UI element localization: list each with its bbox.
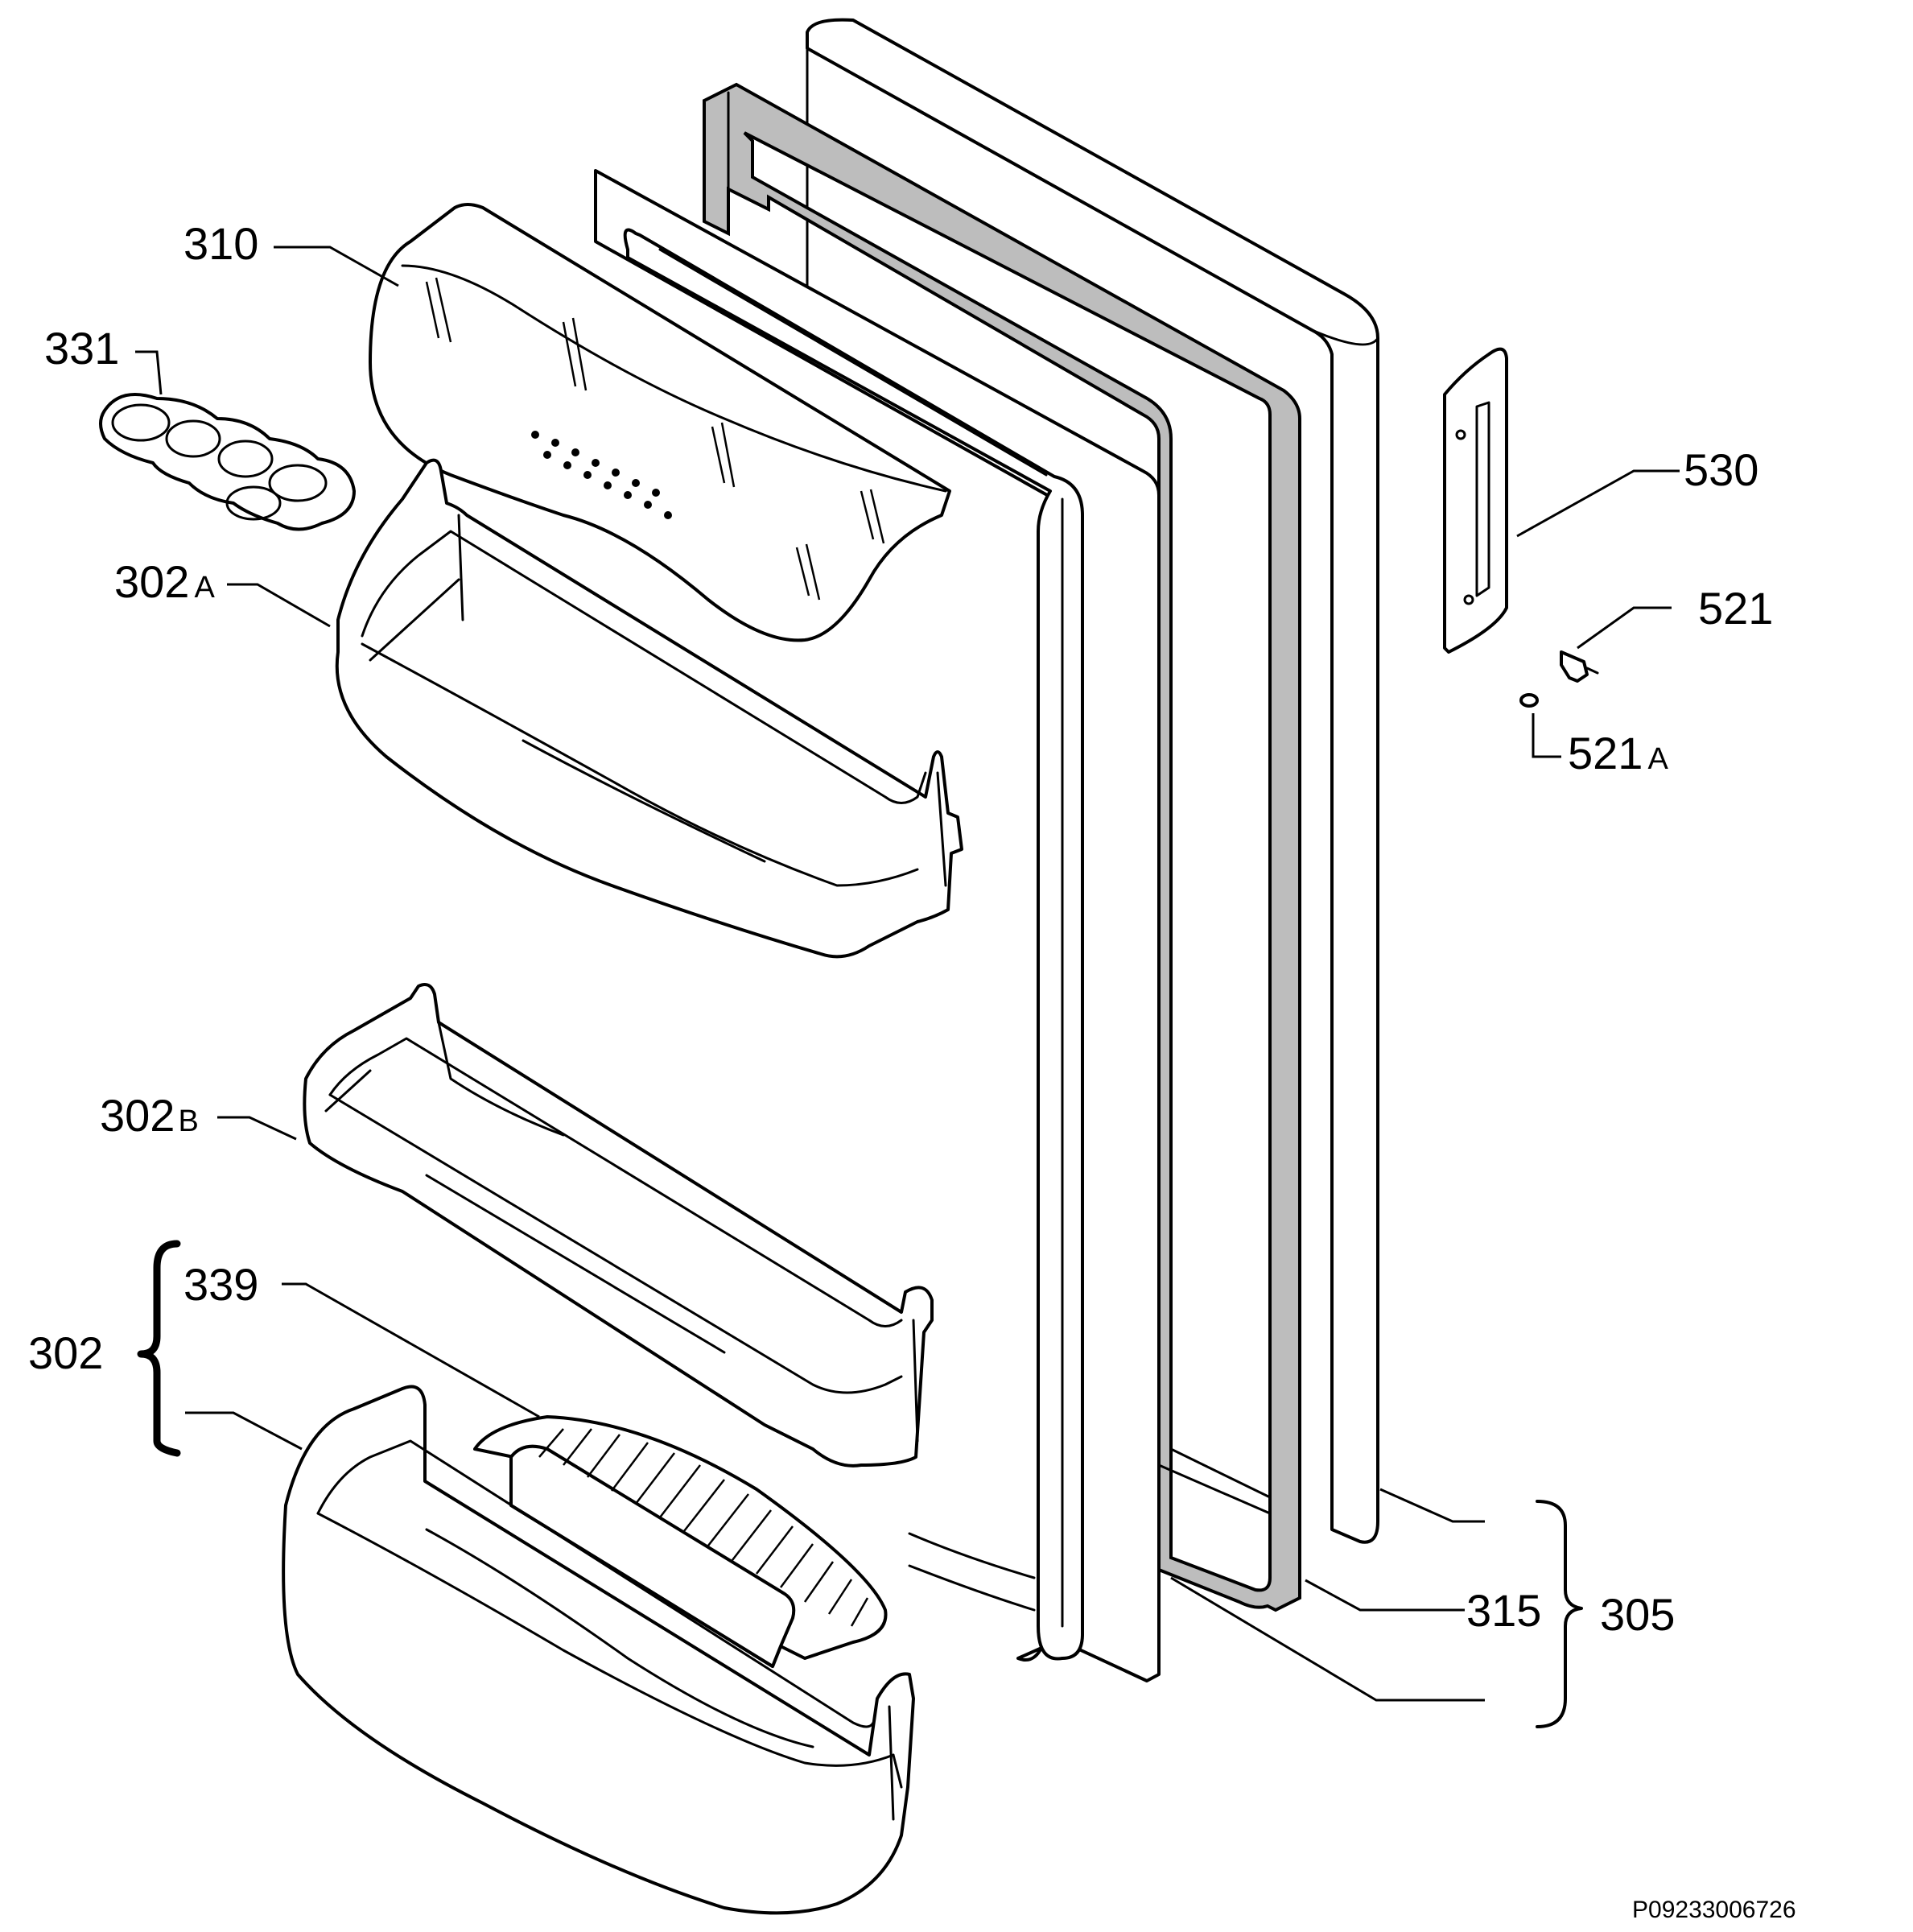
brace-305 [1536, 1500, 1583, 1728]
brace-302 [137, 1240, 181, 1457]
label-530: 530 [1684, 444, 1758, 495]
label-310: 310 [183, 218, 258, 269]
label-521: 521 [1698, 583, 1773, 634]
cover-holes [531, 431, 672, 519]
door-balcony-top [335, 458, 963, 959]
shelf-cover [369, 203, 951, 642]
leader-lines [135, 246, 1680, 1702]
door-handle [1443, 347, 1508, 654]
label-315: 315 [1466, 1585, 1541, 1636]
bottle-holder [473, 1415, 888, 1668]
label-305: 305 [1600, 1589, 1675, 1640]
bottle-holder-ribs [538, 1428, 869, 1627]
door-gasket [703, 82, 1301, 1612]
door-balcony-bottom [282, 1385, 915, 1915]
screw [1560, 650, 1599, 683]
washer [1519, 693, 1539, 708]
door-balcony-middle [303, 983, 934, 1468]
label-302: 302 [28, 1327, 103, 1378]
label-339: 339 [183, 1259, 258, 1310]
egg-tray [99, 393, 356, 531]
door-inner-liner [594, 169, 1161, 1682]
door-outer-panel [806, 18, 1379, 1544]
drawing-code: P09233006726 [1632, 1897, 1796, 1923]
label-331: 331 [44, 323, 119, 374]
